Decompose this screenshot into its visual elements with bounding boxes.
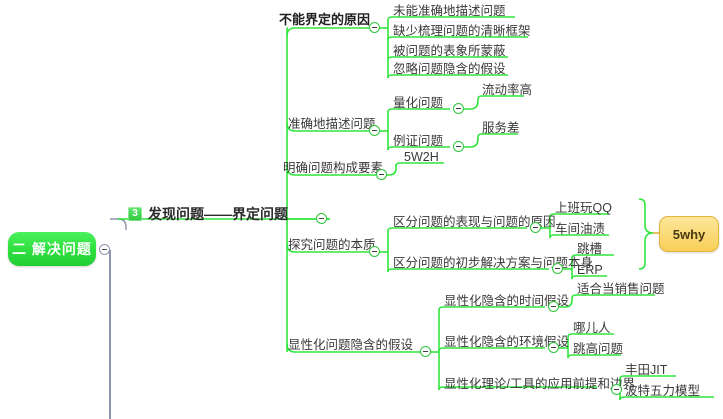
sub-node[interactable]: 显性化隐含的时间假设 bbox=[444, 294, 569, 308]
leaf-node[interactable]: 波特五力模型 bbox=[625, 384, 700, 398]
leaf-node[interactable]: ERP bbox=[577, 263, 603, 277]
leaf-label: 波特五力模型 bbox=[625, 384, 701, 398]
leaf-label: 未能准确地描述问题 bbox=[393, 4, 506, 18]
leaf-node[interactable]: 跳槽 bbox=[577, 242, 602, 256]
leaf-node[interactable]: 服务差 bbox=[482, 121, 520, 135]
sub-node-label: 显性化理论/工具的应用前提和边界 bbox=[444, 377, 635, 391]
leaf-node[interactable]: 缺少梳理问题的清晰框架 bbox=[393, 24, 531, 38]
branch-node-5-label: 显性化问题隐含的假设 bbox=[288, 338, 414, 352]
callout-5why[interactable]: 5why bbox=[659, 216, 719, 252]
leaf-node[interactable]: 上班玩QQ bbox=[555, 201, 612, 215]
leaf-label: 缺少梳理问题的清晰框架 bbox=[393, 24, 531, 38]
sub-node-collapse-toggle[interactable] bbox=[552, 263, 563, 274]
branch-5-collapse-toggle[interactable] bbox=[420, 346, 431, 357]
leaf-node[interactable]: 5W2H bbox=[404, 150, 439, 164]
level1-label: 发现问题——界定问题 bbox=[148, 206, 288, 222]
sub-node[interactable]: 显性化理论/工具的应用前提和边界 bbox=[444, 377, 635, 391]
leaf-node[interactable]: 未能准确地描述问题 bbox=[393, 4, 506, 18]
leaf-label: 跳槽 bbox=[577, 242, 603, 256]
sub-node[interactable]: 区分问题的初步解决方案与问题本身 bbox=[393, 256, 593, 270]
sub-node-collapse-toggle[interactable] bbox=[611, 384, 622, 395]
branch-node-1[interactable]: 不能界定的原因 bbox=[279, 13, 370, 27]
leaf-node[interactable]: 适合当销售问题 bbox=[577, 282, 665, 296]
leaf-label: 5W2H bbox=[404, 150, 439, 164]
sub-node-collapse-toggle[interactable] bbox=[548, 301, 559, 312]
root-node-label: 二 解决问题 bbox=[12, 241, 92, 257]
leaf-node[interactable]: 流动率高 bbox=[482, 83, 532, 97]
sub-node-label: 例证问题 bbox=[393, 134, 444, 148]
branch-node-2[interactable]: 准确地描述问题 bbox=[288, 117, 376, 131]
branch-3-collapse-toggle[interactable] bbox=[376, 169, 387, 180]
branch-node-4[interactable]: 探究问题的本质 bbox=[288, 238, 376, 252]
branch-4-collapse-toggle[interactable] bbox=[369, 246, 380, 257]
leaf-node[interactable]: 车间油渍 bbox=[555, 222, 605, 236]
sub-node-label: 显性化隐含的时间假设 bbox=[444, 294, 570, 308]
root-collapse-toggle[interactable] bbox=[99, 244, 110, 255]
branch-node-3[interactable]: 明确问题构成要素 bbox=[283, 161, 383, 175]
branch-node-3-label: 明确问题构成要素 bbox=[283, 161, 384, 175]
leaf-label: 流动率高 bbox=[482, 83, 533, 97]
leaf-node[interactable]: 跳高问题 bbox=[573, 342, 623, 356]
leaf-node[interactable]: 忽略问题隐含的假设 bbox=[393, 62, 506, 76]
leaf-label: 哪儿人 bbox=[573, 321, 611, 335]
sub-node[interactable]: 量化问题 bbox=[393, 96, 443, 110]
leaf-node[interactable]: 丰田JIT bbox=[625, 363, 667, 377]
branch-node-4-label: 探究问题的本质 bbox=[288, 238, 376, 252]
sub-node-label: 区分问题的表现与问题的原因 bbox=[393, 215, 556, 229]
branch-node-5[interactable]: 显性化问题隐含的假设 bbox=[288, 338, 413, 352]
leaf-label: 服务差 bbox=[482, 121, 520, 135]
sub-node[interactable]: 显性化隐含的环境假设 bbox=[444, 335, 569, 349]
root-node[interactable]: 二 解决问题 bbox=[8, 232, 96, 266]
branch-node-2-label: 准确地描述问题 bbox=[288, 117, 376, 131]
leaf-label: 跳高问题 bbox=[573, 342, 624, 356]
leaf-label: 丰田JIT bbox=[625, 363, 668, 377]
level1-number-badge: 3 bbox=[128, 207, 142, 221]
leaf-label: 被问题的表象所蒙蔽 bbox=[393, 44, 506, 58]
branch-2-collapse-toggle[interactable] bbox=[369, 125, 380, 136]
leaf-node[interactable]: 哪儿人 bbox=[573, 321, 611, 335]
callout-5why-label: 5why bbox=[672, 226, 706, 242]
sub-node-collapse-toggle[interactable] bbox=[453, 103, 464, 114]
leaf-label: 忽略问题隐含的假设 bbox=[393, 62, 506, 76]
sub-node-collapse-toggle[interactable] bbox=[530, 222, 541, 233]
leaf-label: 上班玩QQ bbox=[555, 201, 612, 215]
leaf-label: 适合当销售问题 bbox=[577, 282, 665, 296]
branch-node-1-label: 不能界定的原因 bbox=[279, 12, 371, 27]
leaf-label: ERP bbox=[577, 263, 603, 277]
leaf-label: 车间油渍 bbox=[555, 222, 606, 236]
level1-node[interactable]: 3 发现问题——界定问题 bbox=[128, 204, 288, 224]
sub-node-label: 量化问题 bbox=[393, 96, 444, 110]
sub-node[interactable]: 例证问题 bbox=[393, 134, 443, 148]
level1-collapse-toggle[interactable] bbox=[316, 213, 327, 224]
sub-node-label: 显性化隐含的环境假设 bbox=[444, 335, 570, 349]
sub-node-collapse-toggle[interactable] bbox=[453, 141, 464, 152]
branch-1-collapse-toggle[interactable] bbox=[369, 22, 380, 33]
leaf-node[interactable]: 被问题的表象所蒙蔽 bbox=[393, 44, 506, 58]
sub-node[interactable]: 区分问题的表现与问题的原因 bbox=[393, 215, 556, 229]
sub-node-collapse-toggle[interactable] bbox=[548, 342, 559, 353]
sub-node-label: 区分问题的初步解决方案与问题本身 bbox=[393, 256, 594, 270]
